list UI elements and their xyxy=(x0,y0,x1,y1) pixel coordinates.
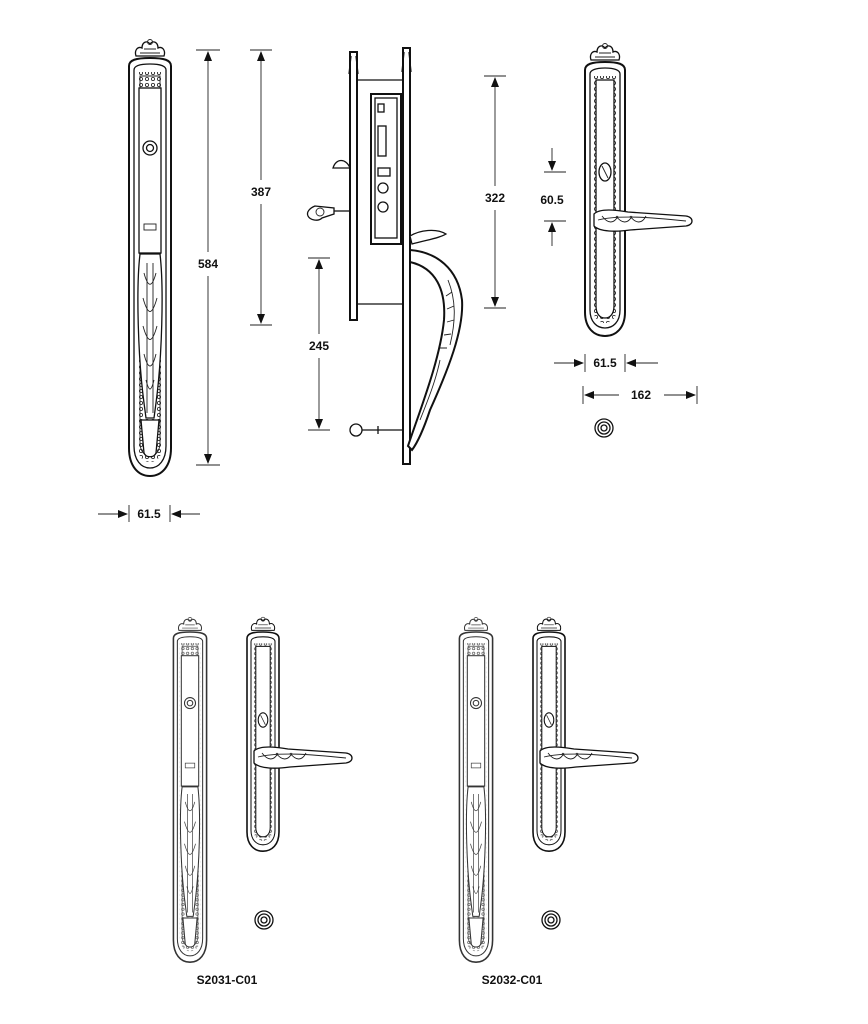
back-plate-view xyxy=(585,44,693,337)
knob-top xyxy=(594,418,614,438)
dim-label-60-5: 60.5 xyxy=(540,193,564,207)
dim-584: 584 xyxy=(196,49,220,466)
dim-label-245: 245 xyxy=(309,339,329,353)
side-view xyxy=(306,47,464,465)
dim-61-5-front: 61.5 xyxy=(98,505,200,522)
dim-60-5: 60.5 xyxy=(540,148,566,246)
front-plate-view xyxy=(129,40,171,477)
model-s2031-group: S2031-C01 xyxy=(173,617,353,987)
model-label-s2031: S2031-C01 xyxy=(197,973,258,987)
model-s2032-group: S2032-C01 xyxy=(459,617,639,987)
dim-label-584: 584 xyxy=(198,257,218,271)
dim-322: 322 xyxy=(484,75,506,309)
dim-label-61-5-front: 61.5 xyxy=(137,507,161,521)
model-label-s2032: S2032-C01 xyxy=(482,973,543,987)
dim-245: 245 xyxy=(308,257,330,431)
dim-label-322: 322 xyxy=(485,191,505,205)
dim-162: 162 xyxy=(582,386,698,404)
dim-label-162: 162 xyxy=(631,388,651,402)
dim-label-387: 387 xyxy=(251,185,271,199)
dim-label-61-5-back: 61.5 xyxy=(593,356,617,370)
dim-61-5-back: 61.5 xyxy=(554,354,658,372)
dim-387: 387 xyxy=(250,49,272,326)
